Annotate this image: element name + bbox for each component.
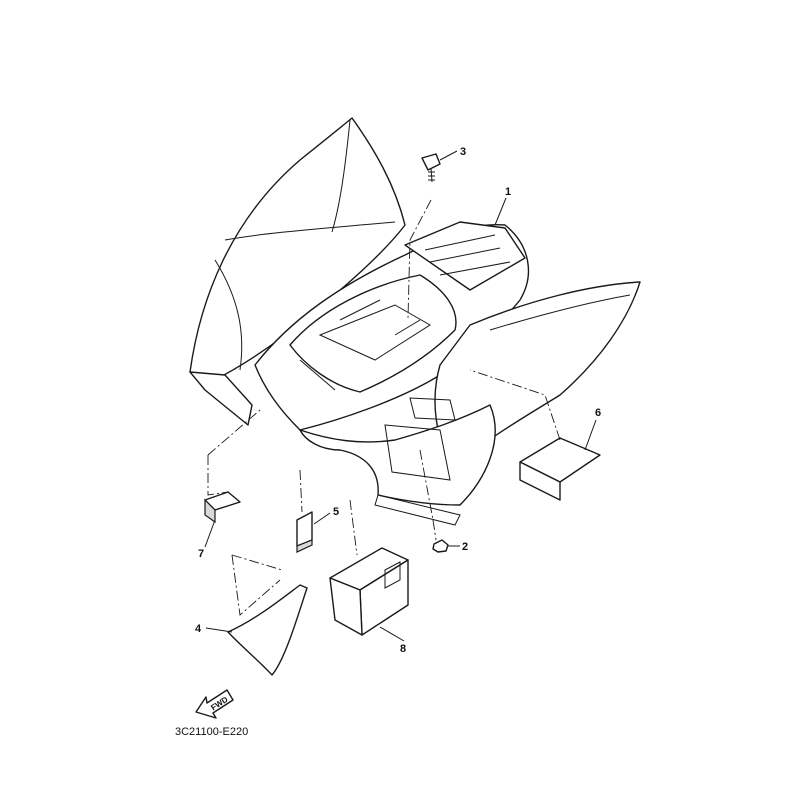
callout-6: 6	[595, 407, 601, 419]
screw-part-3	[421, 153, 441, 183]
assembly-lines	[207, 199, 561, 616]
callout-3: 3	[460, 146, 466, 158]
strip-part-5	[296, 511, 313, 553]
callout-4: 4	[195, 623, 202, 635]
fwd-arrow-icon: FWD	[195, 689, 234, 719]
nut-part-2	[432, 539, 449, 553]
plate-part-6	[519, 437, 601, 501]
callout-2: 2	[462, 541, 468, 553]
callout-8: 8	[400, 643, 406, 655]
callout-5: 5	[333, 506, 339, 518]
drawing-code: 3C21100-E220	[175, 726, 248, 738]
bracket-part-7	[204, 491, 241, 524]
rear-fender	[189, 117, 641, 526]
leader-lines	[204, 150, 597, 642]
callout-7: 7	[198, 548, 204, 560]
guard-part-4	[227, 584, 308, 676]
mudguard-part-8	[329, 547, 409, 636]
callout-1: 1	[505, 186, 511, 198]
